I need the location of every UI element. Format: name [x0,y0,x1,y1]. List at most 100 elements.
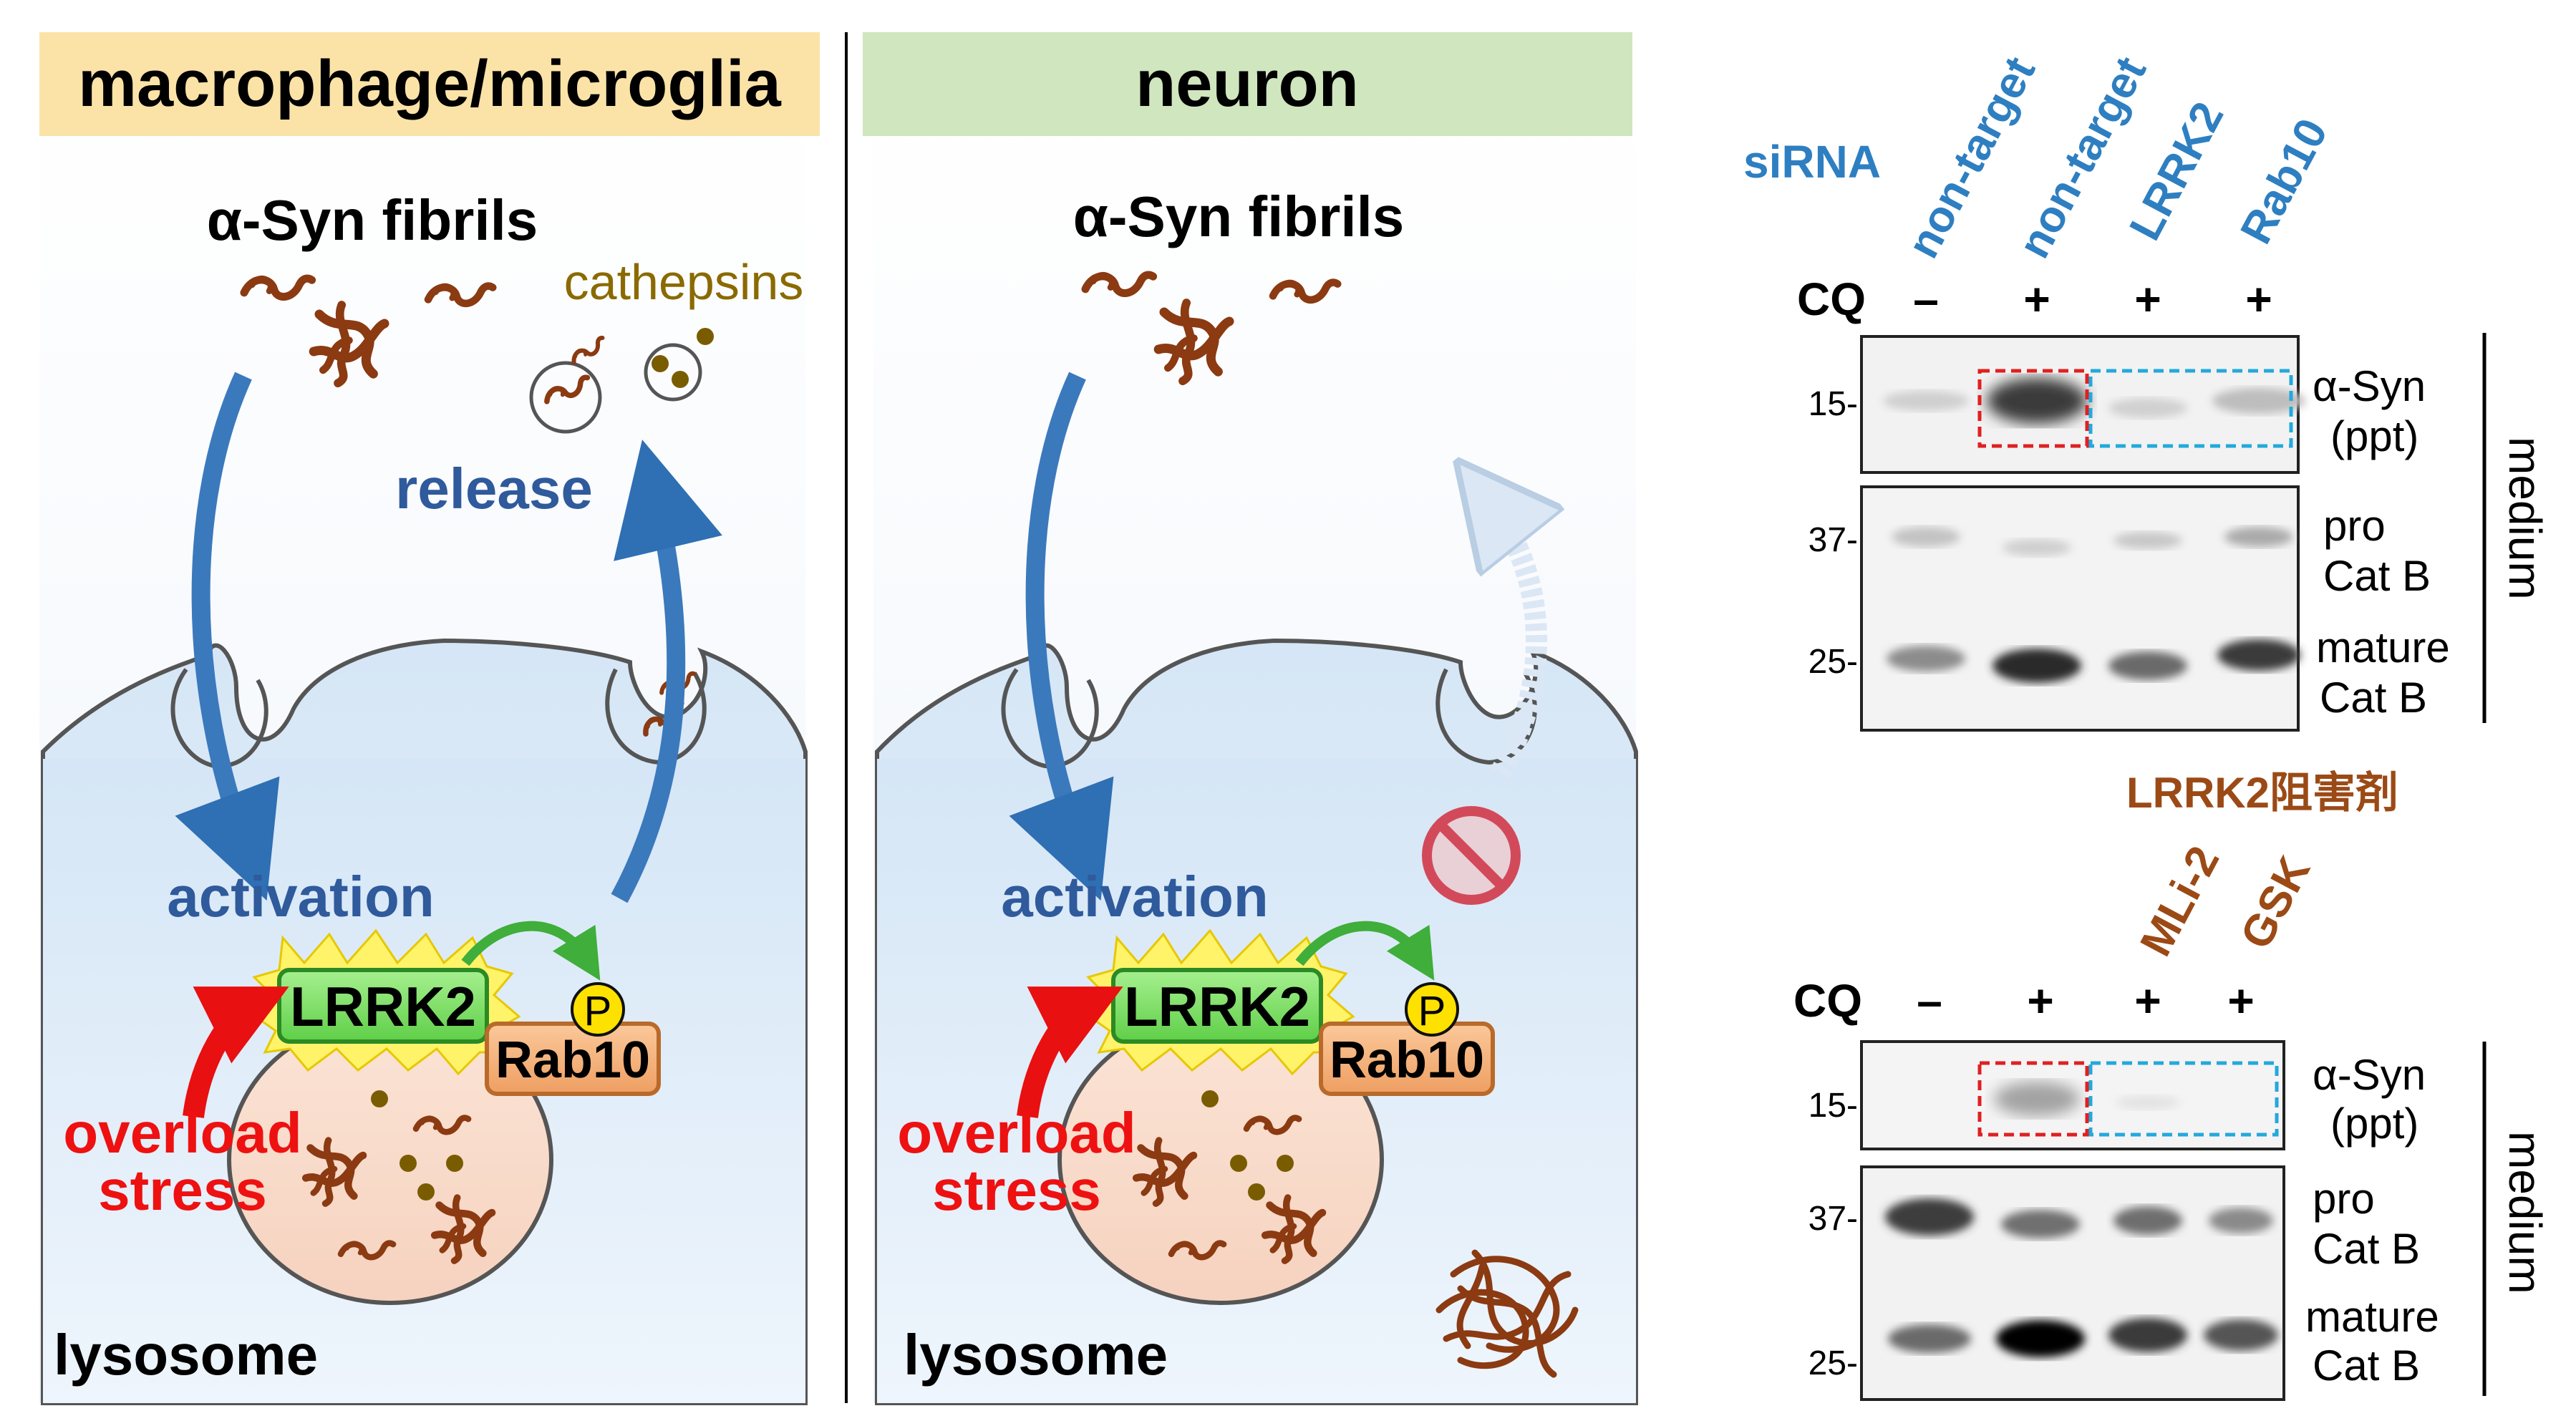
lane-label: MLi-2 [2131,838,2229,964]
cq-sign: + [2245,273,2272,325]
cq-sign: + [2023,273,2050,325]
size-marker: 25- [1808,1344,1858,1382]
cq-label: CQ [1793,975,1862,1027]
band [2217,639,2300,671]
lrrk2-label: LRRK2 [290,975,476,1038]
fibrils-label: α-Syn fibrils [207,188,538,252]
release-arrow [611,440,722,903]
band [1992,649,2081,683]
fibrils-label: α-Syn fibrils [1073,185,1405,248]
stress-arrow [1017,986,1123,1119]
lysosome-label: lysosome [904,1323,1168,1387]
band [2001,1210,2080,1238]
inhibitor-title: LRRK2阻害剤 [2126,769,2398,817]
endocytic-pocket [1001,668,1099,769]
cathepsin-dot [697,328,714,345]
cq-sign: + [2134,975,2161,1027]
band [2204,1319,2278,1351]
fibril-aggregate [1435,1249,1579,1378]
phospho-badge [1405,982,1459,1037]
cathepsin-dot [1277,1155,1294,1172]
size-marker: 15- [1808,385,1858,423]
activation-label: activation [1001,865,1268,928]
lysosome-label: lysosome [54,1323,318,1387]
band [2003,539,2071,556]
sirna-label: siRNA [1743,136,1881,188]
stress-label-line1: overload [63,1101,301,1165]
band-label: (ppt) [2330,1100,2418,1148]
prohibited-icon [1422,806,1521,905]
highlight-box-cyan [2088,1061,2279,1137]
band-label: Cat B [2313,1342,2420,1390]
stress-label-line2: stress [98,1158,267,1222]
band-label: pro [2313,1175,2375,1223]
lane-label: GSK [2231,848,2320,956]
band [1987,378,2087,424]
phospho-label: P [584,988,612,1034]
cq-label: CQ [1797,273,1866,325]
phospho-badge [571,982,625,1037]
cathepsin-vesicle [644,343,702,402]
lane-label: Rab10 [2231,111,2337,252]
panel-title: macrophage/microglia [78,47,781,120]
band [2108,651,2187,680]
band [1887,646,1965,671]
cq-sign: – [1913,273,1939,325]
highlight-box-red [1977,1061,2089,1137]
cq-sign: + [2027,975,2053,1027]
panel-header [863,32,1632,136]
cathepsin-dot [417,1183,435,1201]
band-label: Cat B [2313,1225,2420,1273]
panel-neuron: neuron α-Syn fibrils activation LRRK2 Ra… [863,32,1638,1405]
phosphorylation-arrow [1295,921,1435,981]
band [2224,527,2293,547]
band [2113,532,2182,549]
blot-inhibitor: LRRK2阻害剤 MLi-2 GSK CQ – + + + 15- 37- 25… [1793,769,2551,1401]
panel-macrophage: macrophage/microglia α-Syn fibrils cathe… [39,32,820,1405]
size-marker: 37- [1808,521,1858,559]
cathepsin-dot [652,355,669,372]
band [2209,1208,2273,1233]
phosphorylation-arrow [461,921,601,981]
rab10-label: Rab10 [495,1032,650,1089]
panel-title: neuron [1136,47,1359,120]
phospho-label: P [1418,988,1446,1034]
cathepsins-label: cathepsins [564,254,804,310]
medium-label: medium [2499,1131,2551,1294]
band-label: α-Syn [2313,362,2426,410]
activation-label: activation [167,865,434,928]
highlight-box-red [1977,369,2089,448]
cathepsin-dot [446,1155,463,1172]
band [1883,391,1969,411]
size-marker: 25- [1808,643,1858,681]
band [2116,1095,2180,1110]
band-label: mature [2305,1293,2439,1341]
uptake-arrow [1009,372,1114,901]
band [1996,1320,2085,1357]
band-label: (ppt) [2330,412,2418,460]
rab10-label: Rab10 [1330,1032,1484,1089]
rab10-box [1319,1022,1495,1096]
panel-header [39,32,820,136]
release-label: release [395,457,593,520]
band-label: Cat B [2323,552,2431,600]
band [1885,1198,1974,1236]
cq-sign: – [1917,975,1942,1027]
released-vesicle [529,361,602,434]
lrrk2-label: LRRK2 [1124,975,1310,1038]
blot-sirna: siRNA non-target non-target LRRK2 Rab10 … [1743,49,2551,732]
stress-arrow [183,986,289,1119]
band [1888,1324,1971,1353]
cathepsin-dot [371,1090,388,1107]
blocked-release-arrow [1489,501,1536,779]
cq-sign: + [2134,273,2161,325]
cathepsin-dot [1230,1155,1247,1172]
size-marker: 15- [1808,1087,1858,1125]
band-label: Cat B [2320,674,2427,722]
cathepsin-dot [400,1155,417,1172]
lane-label: LRRK2 [2120,94,2233,248]
band [1994,1082,2080,1116]
band [2113,1206,2182,1235]
band-label: pro [2323,502,2386,550]
